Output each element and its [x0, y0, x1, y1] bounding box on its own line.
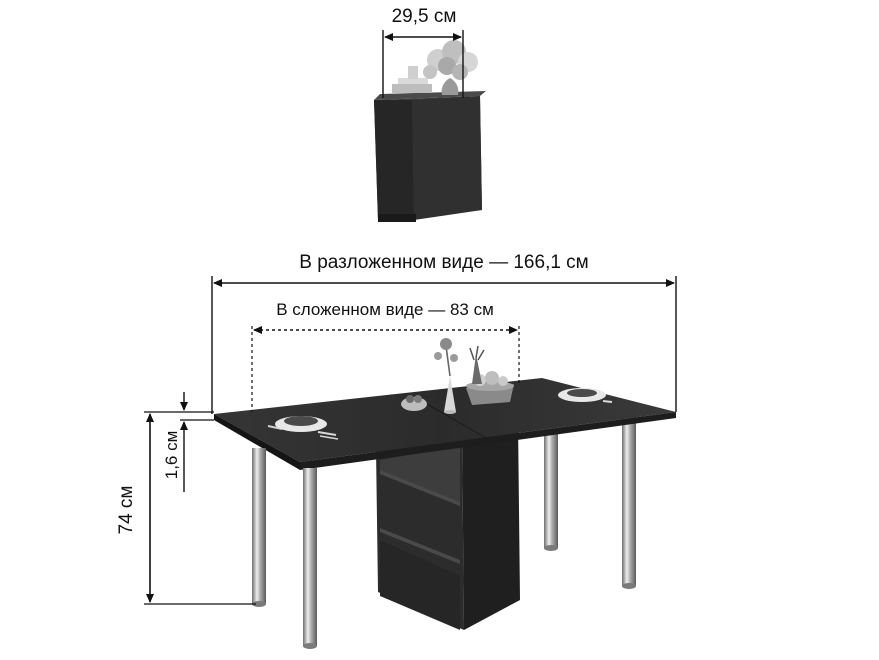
folded-depth-label: 29,5 см [392, 6, 457, 27]
unfolded-table-illustration [214, 338, 676, 649]
folded-width-label: В сложенном виде — 83 см [276, 300, 494, 319]
height-label: 74 см [116, 486, 137, 535]
folded-table-illustration [374, 40, 486, 222]
height-dimension [144, 411, 256, 605]
folded-width-dimension [251, 326, 520, 412]
unfolded-width-dimension [211, 276, 677, 414]
top-thickness-label: 1,6 см [162, 431, 181, 480]
unfolded-width-label: В разложенном виде — 166,1 см [299, 252, 589, 273]
folded-depth-dimension [382, 30, 464, 98]
top-thickness-dimension [180, 392, 214, 492]
